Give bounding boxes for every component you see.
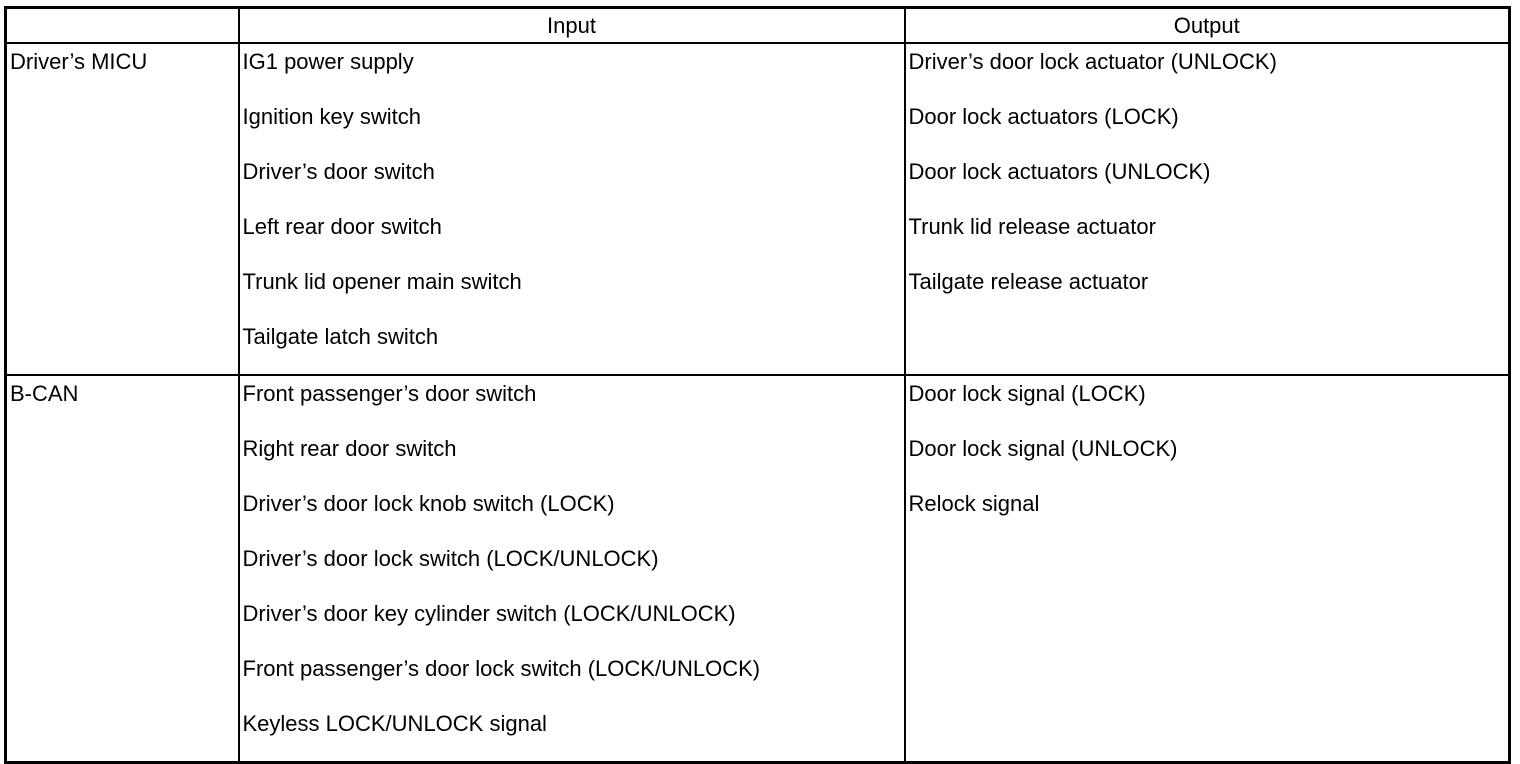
input-item: Left rear door switch [242, 214, 442, 239]
header-row: Input Output [4, 6, 1511, 44]
input-item: Driver’s door key cylinder switch (LOCK/… [242, 601, 736, 626]
input-cell: Front passenger’s door switch Right rear… [237, 374, 906, 764]
table-row: Driver’s MICU IG1 power supply Ignition … [4, 42, 1511, 376]
input-item: Driver’s door lock switch (LOCK/UNLOCK) [242, 546, 659, 571]
table-row: B-CAN Front passenger’s door switch Righ… [4, 374, 1511, 764]
source-cell: Driver’s MICU [4, 42, 240, 376]
input-item: Front passenger’s door switch [242, 381, 537, 406]
input-item: Trunk lid opener main switch [242, 269, 522, 294]
input-item: Keyless LOCK/UNLOCK signal [242, 711, 547, 736]
source-cell: B-CAN [4, 374, 240, 764]
input-cell: IG1 power supply Ignition key switch Dri… [237, 42, 906, 376]
output-item: Driver’s door lock actuator (UNLOCK) [908, 49, 1277, 74]
input-item: Driver’s door switch [242, 159, 435, 184]
header-output: Output [903, 6, 1511, 44]
input-item: Tailgate latch switch [242, 324, 439, 349]
input-item: Ignition key switch [242, 104, 422, 129]
header-source [4, 6, 240, 44]
output-cell: Driver’s door lock actuator (UNLOCK) Doo… [903, 42, 1511, 376]
table-body: Driver’s MICU IG1 power supply Ignition … [4, 42, 1511, 764]
output-item: Door lock signal (LOCK) [908, 381, 1146, 406]
header-input: Input [237, 6, 906, 44]
io-table: Input Output Driver’s MICU IG1 power sup… [4, 6, 1511, 764]
output-cell: Door lock signal (LOCK) Door lock signal… [903, 374, 1511, 764]
io-table-container: Input Output Driver’s MICU IG1 power sup… [4, 6, 1511, 764]
input-item: Front passenger’s door lock switch (LOCK… [242, 656, 761, 681]
input-item: Driver’s door lock knob switch (LOCK) [242, 491, 615, 516]
table-header: Input Output [4, 6, 1511, 44]
output-item: Door lock signal (UNLOCK) [908, 436, 1178, 461]
output-item: Door lock actuators (UNLOCK) [908, 159, 1211, 184]
output-item: Trunk lid release actuator [908, 214, 1156, 239]
input-item: IG1 power supply [242, 49, 414, 74]
output-item: Tailgate release actuator [908, 269, 1149, 294]
input-item: Right rear door switch [242, 436, 457, 461]
output-item: Door lock actuators (LOCK) [908, 104, 1179, 129]
output-item: Relock signal [908, 491, 1040, 516]
